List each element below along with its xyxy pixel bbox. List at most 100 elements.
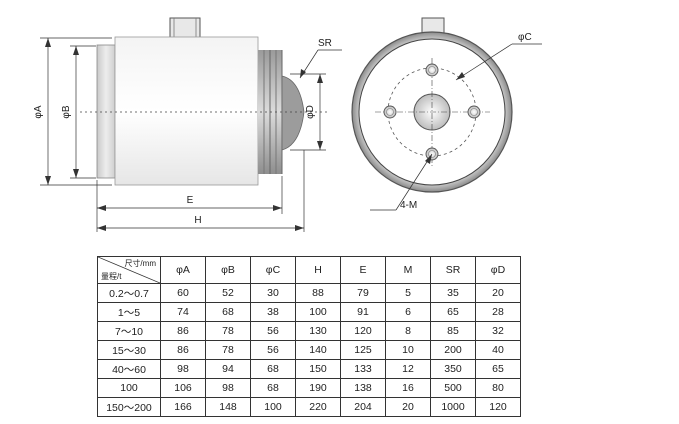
- table-row: 40～60 98 94 68 150 133 12 350 65: [97, 359, 521, 379]
- table-cell: 190: [295, 378, 341, 398]
- table-cell: 0.2～0.7: [97, 283, 161, 303]
- technical-drawing: φA φB SR φD E H: [33, 17, 542, 232]
- mounting-hole: [467, 105, 481, 119]
- table-cell: 220: [295, 397, 341, 417]
- table-cell: 16: [385, 378, 431, 398]
- table-cell: 100: [295, 302, 341, 322]
- table-cell: 86: [160, 340, 206, 360]
- table-cell: 100: [97, 378, 161, 398]
- col-header: M: [385, 256, 431, 284]
- col-header: SR: [430, 256, 476, 284]
- dim-4m-label: 4-M: [400, 200, 417, 211]
- corner-range-label: 量程/t: [101, 272, 122, 281]
- table-cell: 98: [160, 359, 206, 379]
- table-cell: 8: [385, 321, 431, 341]
- base-flange: [96, 44, 116, 179]
- table-cell: 79: [340, 283, 386, 303]
- table-cell: 30: [250, 283, 296, 303]
- table-cell: 15～30: [97, 340, 161, 360]
- dim-phi-c-label: φC: [518, 32, 532, 43]
- dim-sr-label: SR: [318, 38, 332, 49]
- table-cell: 38: [250, 302, 296, 322]
- col-header: E: [340, 256, 386, 284]
- corner-diagonal: [98, 257, 160, 283]
- col-header: φD: [475, 256, 521, 284]
- table-cell: 94: [205, 359, 251, 379]
- table-cell: 56: [250, 340, 296, 360]
- sensor-body: [114, 36, 259, 186]
- table-row: 150～200 166 148 100 220 204 20 1000 120: [97, 397, 521, 417]
- mounting-hole: [425, 63, 439, 77]
- table-cell: 120: [475, 397, 521, 417]
- table-cell: 133: [340, 359, 386, 379]
- table-header-row: 尺寸/mm 量程/t φA φB φC H E M SR φD: [97, 256, 521, 284]
- table-cell: 204: [340, 397, 386, 417]
- col-header: φB: [205, 256, 251, 284]
- table-cell: 166: [160, 397, 206, 417]
- table-cell: 130: [295, 321, 341, 341]
- table-cell: 10: [385, 340, 431, 360]
- table-cell: 150～200: [97, 397, 161, 417]
- dim-phi-d-label: φD: [305, 105, 316, 119]
- dim-phi-a-label: φA: [33, 105, 44, 118]
- table-cell: 148: [205, 397, 251, 417]
- table-row: 100 106 98 68 190 138 16 500 80: [97, 378, 521, 398]
- table-corner-cell: 尺寸/mm 量程/t: [97, 256, 161, 284]
- table-cell: 32: [475, 321, 521, 341]
- front-view: φC 4-M: [351, 17, 542, 211]
- side-view: φA φB SR φD E H: [33, 17, 342, 232]
- table-cell: 74: [160, 302, 206, 322]
- table-row: 7～10 86 78 56 130 120 8 85 32: [97, 321, 521, 341]
- spherical-button: [281, 75, 305, 151]
- dim-phi-b-label: φB: [61, 105, 72, 118]
- table-cell: 200: [430, 340, 476, 360]
- table-cell: 98: [205, 378, 251, 398]
- table-cell: 138: [340, 378, 386, 398]
- table-cell: 68: [250, 359, 296, 379]
- table-cell: 65: [430, 302, 476, 322]
- corner-unit-label: 尺寸/mm: [124, 259, 156, 268]
- table-cell: 6: [385, 302, 431, 322]
- table-row: 0.2～0.7 60 52 30 88 79 5 35 20: [97, 283, 521, 303]
- table-cell: 12: [385, 359, 431, 379]
- mounting-hole: [383, 105, 397, 119]
- table-cell: 5: [385, 283, 431, 303]
- table-cell: 500: [430, 378, 476, 398]
- table-cell: 40: [475, 340, 521, 360]
- table-cell: 88: [295, 283, 341, 303]
- table-cell: 86: [160, 321, 206, 341]
- table-cell: 40～60: [97, 359, 161, 379]
- table-cell: 78: [205, 321, 251, 341]
- table-cell: 78: [205, 340, 251, 360]
- col-header: φA: [160, 256, 206, 284]
- table-cell: 56: [250, 321, 296, 341]
- col-header: H: [295, 256, 341, 284]
- table-cell: 350: [430, 359, 476, 379]
- table-cell: 60: [160, 283, 206, 303]
- table-cell: 91: [340, 302, 386, 322]
- table-cell: 1～5: [97, 302, 161, 322]
- table-row: 15～30 86 78 56 140 125 10 200 40: [97, 340, 521, 360]
- table-cell: 35: [430, 283, 476, 303]
- table-cell: 52: [205, 283, 251, 303]
- table-cell: 100: [250, 397, 296, 417]
- dim-h-label: H: [194, 215, 201, 226]
- table-cell: 120: [340, 321, 386, 341]
- table-cell: 150: [295, 359, 341, 379]
- table-row: 1～5 74 68 38 100 91 6 65 28: [97, 302, 521, 322]
- table-cell: 106: [160, 378, 206, 398]
- dim-e-label: E: [187, 195, 194, 206]
- cable-connector: [169, 17, 201, 39]
- table-cell: 125: [340, 340, 386, 360]
- table-cell: 65: [475, 359, 521, 379]
- table-cell: 1000: [430, 397, 476, 417]
- spec-table: 尺寸/mm 量程/t φA φB φC H E M SR φD 0.2～0.7 …: [97, 256, 521, 417]
- table-cell: 20: [475, 283, 521, 303]
- table-cell: 68: [250, 378, 296, 398]
- table-cell: 7～10: [97, 321, 161, 341]
- table-cell: 140: [295, 340, 341, 360]
- table-cell: 68: [205, 302, 251, 322]
- table-cell: 20: [385, 397, 431, 417]
- col-header: φC: [250, 256, 296, 284]
- table-cell: 28: [475, 302, 521, 322]
